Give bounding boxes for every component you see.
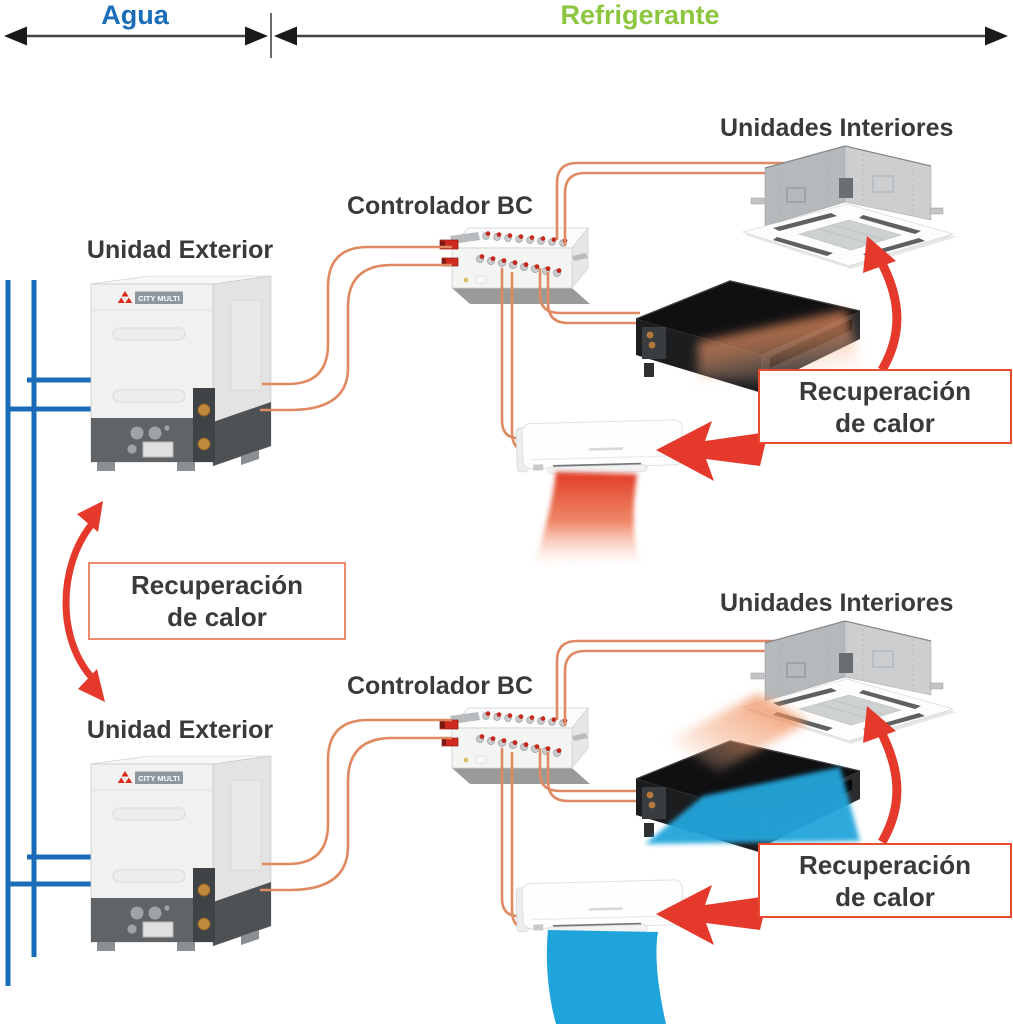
heat-recovery-arrow-left-top (656, 421, 768, 481)
outdoor-unit-bottom-illustration (90, 755, 272, 952)
heat-recovery-box-top-line1: Recuperación (799, 375, 971, 406)
water-pipes (5, 280, 95, 986)
indoor-units-label-bottom: Unidades Interiores (720, 589, 954, 617)
outdoor-unit-top-illustration (90, 275, 272, 472)
heat-recovery-box-top-line2: de calor (835, 407, 935, 438)
heat-recovery-arrow-left-bottom (656, 885, 768, 945)
indoor-units-label-top: Unidades Interiores (720, 114, 954, 142)
heat-recovery-arrowhead-top (863, 236, 896, 273)
bc-controller-bottom-illustration (439, 707, 591, 785)
heat-recovery-box-bottom-line2: de calor (835, 881, 935, 912)
bc-controller-top-illustration (439, 227, 591, 305)
warm-airflow-cassette-bottom (670, 694, 808, 772)
heat-recovery-box-bottom: Recuperación de calor (758, 843, 1012, 918)
exchange-arrowhead-up (77, 501, 103, 532)
outdoor-unit-label-top: Unidad Exterior (86, 236, 274, 264)
heat-recovery-box-middle: Recuperación de calor (88, 562, 346, 640)
cool-airflow-ducted-bottom (645, 767, 860, 844)
header-agua-label: Agua (101, 0, 169, 30)
refrigerant-pipes-top (260, 161, 848, 452)
warm-airflow-wall-top (534, 472, 640, 564)
heat-recovery-box-middle-line2: de calor (167, 602, 267, 632)
heat-recovery-arrows (62, 236, 902, 945)
cassette-unit-top-illustration (742, 145, 957, 270)
exchange-arrowhead-down (78, 669, 105, 702)
wall-unit-top-illustration (515, 418, 685, 476)
heat-recovery-box-top: Recuperación de calor (758, 369, 1012, 444)
heat-recovery-arrow-curved-top (874, 253, 902, 373)
heat-recovery-arrow-exchange-middle (62, 521, 97, 683)
header-refrigerante-label: Refrigerante (560, 0, 720, 30)
refrigerant-span-arrow (274, 26, 1008, 46)
heat-recovery-arrowhead-bottom (863, 706, 896, 743)
heat-recovery-box-bottom-line1: Recuperación (799, 849, 971, 880)
bc-controller-label-bottom: Controlador BC (346, 672, 534, 700)
heat-recovery-arrow-curved-bottom (874, 723, 902, 845)
outdoor-unit-label-bottom: Unidad Exterior (86, 716, 274, 744)
water-span-arrow (4, 26, 268, 46)
heat-recovery-box-middle-line1: Recuperación (131, 570, 303, 600)
cool-airflow-wall-bottom (546, 930, 666, 1024)
bc-controller-label-top: Controlador BC (346, 192, 534, 220)
wall-unit-bottom-illustration (515, 878, 685, 936)
